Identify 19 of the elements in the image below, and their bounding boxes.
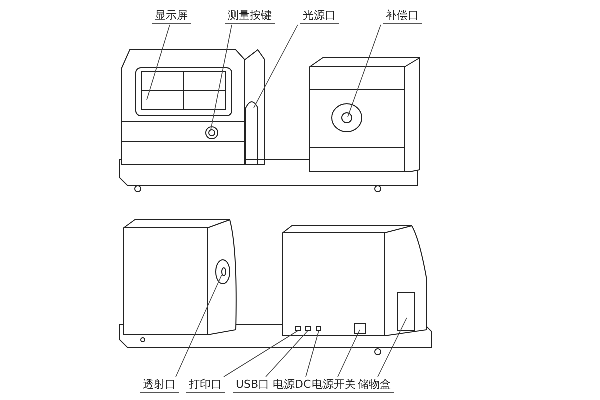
leader-line bbox=[210, 24, 232, 130]
callout-label: 显示屏 bbox=[152, 9, 191, 24]
callout-label: USB口 bbox=[233, 378, 273, 393]
leader-line bbox=[224, 330, 298, 378]
leader-line bbox=[146, 24, 170, 100]
leader-line bbox=[254, 24, 298, 108]
callout-label: 透射口 bbox=[140, 378, 179, 393]
leader-line bbox=[266, 330, 308, 378]
callout-label: 测量按键 bbox=[225, 9, 275, 24]
leader-line bbox=[306, 330, 320, 378]
leader-line bbox=[378, 318, 408, 378]
callout-label: 储物盒 bbox=[355, 378, 394, 393]
leader-line bbox=[348, 24, 382, 118]
callout-label: 打印口 bbox=[186, 378, 225, 393]
callout-label: 补偿口 bbox=[383, 9, 422, 24]
callout-label: 光源口 bbox=[300, 9, 339, 24]
leader-line bbox=[338, 330, 360, 378]
callout-label: 电源开关 bbox=[309, 378, 359, 393]
leader-line bbox=[176, 274, 222, 378]
